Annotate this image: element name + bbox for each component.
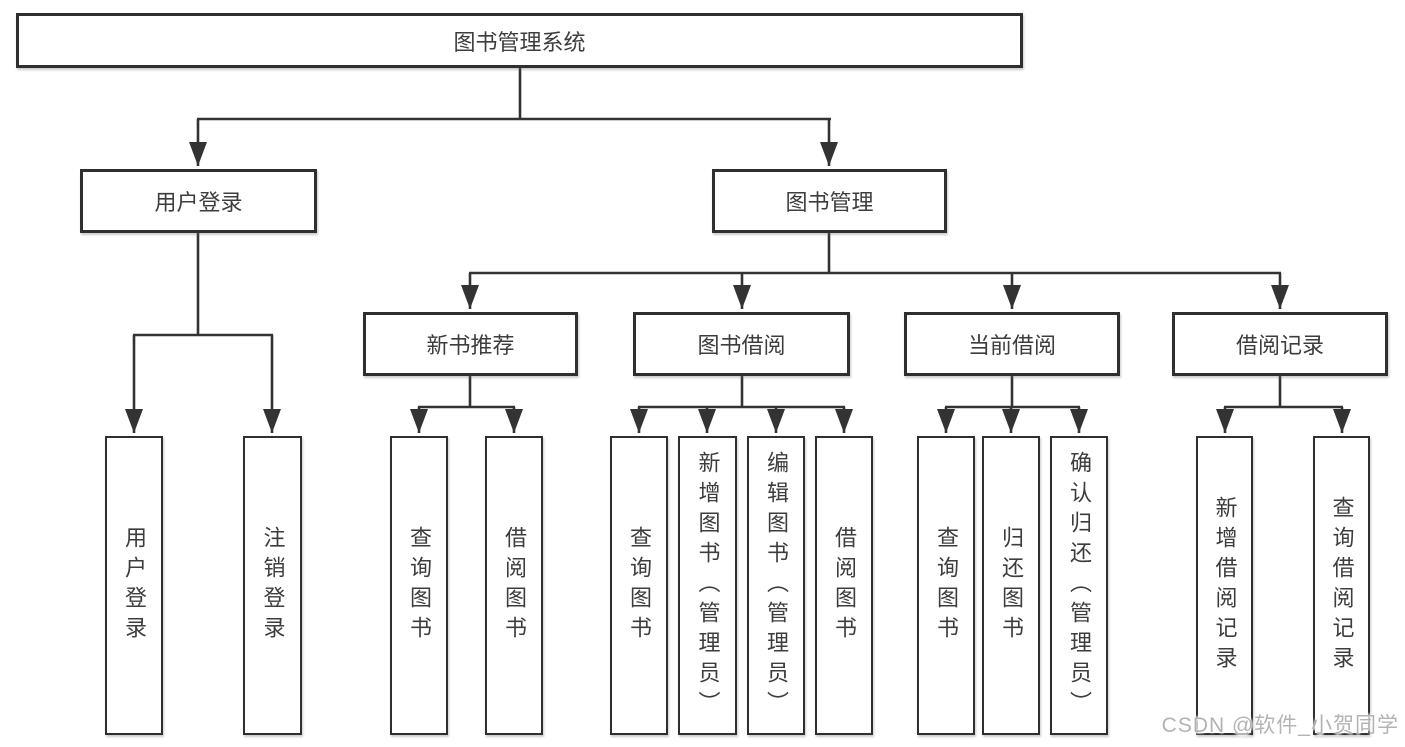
leaf-label: 查询图书 (407, 525, 432, 646)
leaf-label: 借阅图书 (832, 525, 857, 646)
leaf-logout: 注销登录 (243, 436, 302, 735)
node-book-management: 图书管理 (712, 169, 947, 233)
node-current-borrow: 当前借阅 (904, 312, 1120, 376)
csdn-watermark: CSDN @软件_小贺同学 (1161, 714, 1399, 737)
leaf-label: 注销登录 (260, 525, 286, 646)
leaf-user-login: 用户登录 (105, 436, 163, 735)
leaf-label: 查询借阅记录 (1329, 495, 1355, 676)
leaf-label: 确认归还（管理员） (1067, 450, 1092, 721)
node-book-borrow: 图书借阅 (633, 312, 850, 376)
leaf-confirm-return-admin: 确认归还（管理员） (1050, 436, 1108, 735)
leaf-borrow-books: 借阅图书 (815, 436, 873, 735)
leaf-label: 查询图书 (934, 525, 959, 646)
leaf-label: 用户登录 (122, 525, 147, 646)
leaf-return-books: 归还图书 (982, 436, 1040, 735)
leaf-query-books-recommend: 查询图书 (390, 436, 448, 735)
leaf-borrow-books-recommend: 借阅图书 (485, 436, 543, 735)
leaf-query-borrow-record: 查询借阅记录 (1313, 436, 1370, 735)
leaf-query-books-borrow: 查询图书 (610, 436, 668, 735)
node-new-book-recommend: 新书推荐 (363, 312, 578, 376)
leaf-label: 查询图书 (627, 525, 652, 646)
leaf-edit-books-admin: 编辑图书（管理员） (747, 436, 805, 735)
leaf-label: 编辑图书（管理员） (764, 450, 789, 721)
leaf-label: 归还图书 (999, 525, 1024, 646)
leaf-query-books-current: 查询图书 (917, 436, 975, 735)
leaf-add-books-admin: 新增图书（管理员） (678, 436, 737, 735)
leaf-add-borrow-record: 新增借阅记录 (1196, 436, 1253, 735)
leaf-label: 新增图书（管理员） (695, 450, 721, 721)
leaf-label: 新增借阅记录 (1212, 495, 1238, 676)
leaf-label: 借阅图书 (502, 525, 527, 646)
node-borrow-records: 借阅记录 (1172, 312, 1388, 376)
node-library-management-system: 图书管理系统 (16, 13, 1023, 68)
node-user-login: 用户登录 (80, 169, 317, 233)
